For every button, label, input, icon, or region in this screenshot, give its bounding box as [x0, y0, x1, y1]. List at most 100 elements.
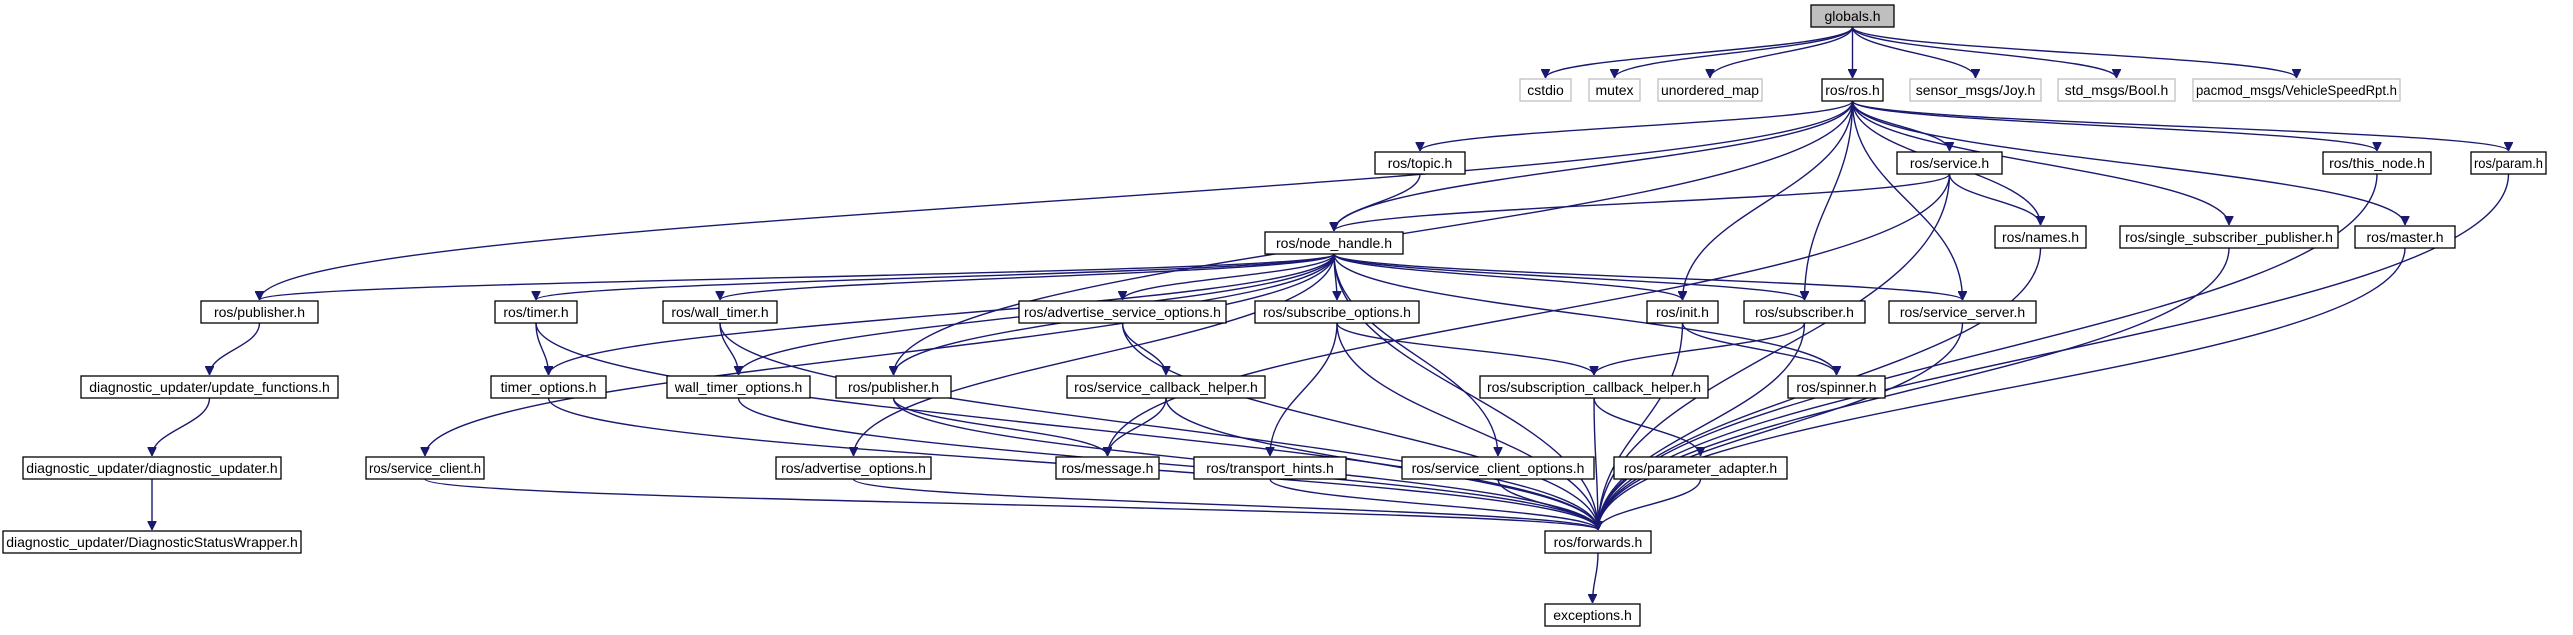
node-box: [494, 300, 578, 324]
edge-globals-to-pacmod: [1851, 26, 2297, 79]
file-node-subcb[interactable]: ros/subscription_callback_helper.h: [1479, 375, 1709, 399]
node-label: ros/service_client.h: [369, 460, 481, 476]
edge-wall-timer-options-to-forwards: [737, 397, 1599, 531]
file-node-timer-options[interactable]: timer_options.h: [490, 375, 607, 399]
node-label: ros/service_server.h: [1900, 304, 2025, 320]
file-node-publisher-l[interactable]: ros/publisher.h: [200, 300, 319, 324]
node-box: [22, 456, 282, 480]
node-label: ros/init.h: [1656, 304, 1709, 320]
file-node-publisher-m[interactable]: ros/publisher.h: [835, 375, 952, 399]
node-label: std_msgs/Bool.h: [2065, 82, 2169, 98]
node-box: [1646, 300, 1719, 324]
file-node-this-node[interactable]: ros/this_node.h: [2322, 151, 2432, 175]
node-box: [1743, 300, 1866, 324]
edge-node-handle-to-timer-options: [549, 253, 1335, 376]
node-label: diagnostic_updater/DiagnosticStatusWrapp…: [6, 534, 298, 550]
file-node-diag-updater[interactable]: diagnostic_updater/diagnostic_updater.h: [22, 456, 282, 480]
edge-timer-to-forwards: [535, 322, 1598, 530]
node-label: ros/service_client_options.h: [1412, 460, 1585, 476]
node-box: [1018, 300, 1227, 324]
file-node-timer[interactable]: ros/timer.h: [494, 300, 578, 324]
file-node-init[interactable]: ros/init.h: [1646, 300, 1719, 324]
edge-node-handle-to-wall-timer: [720, 253, 1335, 301]
edge-subscribe-options-to-forwards: [1336, 322, 1598, 530]
node-box: [1254, 300, 1420, 324]
node-box: [80, 375, 339, 399]
node-label: mutex: [1595, 82, 1633, 98]
file-node-wall-timer[interactable]: ros/wall_timer.h: [662, 300, 778, 324]
node-box: [1588, 78, 1641, 102]
file-node-subscriber[interactable]: ros/subscriber.h: [1743, 300, 1866, 324]
node-label: ros/subscribe_options.h: [1263, 304, 1411, 320]
node-label: ros/message.h: [1062, 460, 1154, 476]
edge-globals-to-joy: [1851, 26, 1976, 79]
file-node-sco[interactable]: ros/service_client_options.h: [1401, 456, 1595, 480]
edge-node-handle-to-service-server: [1333, 253, 1963, 301]
file-node-forwards[interactable]: ros/forwards.h: [1544, 530, 1652, 554]
edge-parameter-adapter-to-forwards: [1598, 478, 1702, 531]
node-box: [1810, 4, 1895, 28]
file-node-advertise-options[interactable]: ros/advertise_options.h: [775, 456, 932, 480]
file-node-service-client[interactable]: ros/service_client.h: [365, 456, 485, 480]
node-box: [1264, 231, 1404, 255]
file-node-parameter-adapter[interactable]: ros/parameter_adapter.h: [1613, 456, 1788, 480]
file-node-spinner[interactable]: ros/spinner.h: [1787, 375, 1886, 399]
edge-forwards-to-exceptions: [1593, 552, 1599, 603]
node-box: [1055, 456, 1160, 480]
edge-globals-to-cstdio: [1546, 26, 1854, 79]
node-label: wall_timer_options.h: [674, 379, 803, 395]
edge-subscribe-options-to-subcb: [1336, 322, 1594, 376]
file-node-joy: sensor_msgs/Joy.h: [1909, 78, 2042, 102]
node-label: diagnostic_updater/diagnostic_updater.h: [26, 460, 277, 476]
edge-ros-h-to-param: [1851, 100, 2509, 152]
edge-ros-h-to-service-server: [1851, 100, 1963, 300]
edge-node-handle-to-timer: [536, 253, 1335, 301]
file-node-topic[interactable]: ros/topic.h: [1374, 151, 1466, 175]
file-node-service-server[interactable]: ros/service_server.h: [1888, 300, 2037, 324]
file-node-ros-h[interactable]: ros/ros.h: [1821, 78, 1884, 102]
file-node-message[interactable]: ros/message.h: [1055, 456, 1160, 480]
file-node-master[interactable]: ros/master.h: [2354, 225, 2456, 249]
node-box: [2057, 78, 2176, 102]
node-label: ros/param.h: [2474, 155, 2543, 171]
edge-ros-h-to-topic: [1420, 100, 1854, 152]
file-node-subscribe-options[interactable]: ros/subscribe_options.h: [1254, 300, 1420, 324]
node-label: ros/this_node.h: [2329, 155, 2425, 171]
node-box: [1374, 151, 1466, 175]
file-node-globals[interactable]: globals.h: [1810, 4, 1895, 28]
edge-node-handle-to-sco: [1333, 253, 1498, 456]
node-box: [1787, 375, 1886, 399]
node-label: ros/ros.h: [1825, 82, 1879, 98]
node-label: unordered_map: [1661, 82, 1759, 98]
edge-ros-h-to-publisher-l: [260, 100, 1854, 300]
node-label: ros/subscriber.h: [1755, 304, 1854, 320]
node-box: [1479, 375, 1709, 399]
node-label: ros/wall_timer.h: [671, 304, 768, 320]
edge-ros-h-to-ssp: [1851, 100, 2230, 226]
file-node-exceptions[interactable]: exceptions.h: [1544, 603, 1641, 627]
file-node-ssp[interactable]: ros/single_subscriber_publisher.h: [2119, 225, 2339, 249]
node-box: [1544, 603, 1641, 627]
file-node-aso[interactable]: ros/advertise_service_options.h: [1018, 300, 1227, 324]
node-label: ros/node_handle.h: [1276, 235, 1392, 251]
file-node-service[interactable]: ros/service.h: [1896, 151, 2003, 175]
node-box: [2322, 151, 2432, 175]
node-label: ros/publisher.h: [214, 304, 305, 320]
file-node-transport-hints[interactable]: ros/transport_hints.h: [1193, 456, 1347, 480]
node-box: [1401, 456, 1595, 480]
file-node-node-handle[interactable]: ros/node_handle.h: [1264, 231, 1404, 255]
file-node-sch[interactable]: ros/service_callback_helper.h: [1066, 375, 1266, 399]
file-node-wall-timer-options[interactable]: wall_timer_options.h: [666, 375, 811, 399]
edge-service-to-node-handle: [1334, 173, 1951, 232]
edge-node-handle-to-advertise-options: [854, 253, 1335, 456]
edge-service-server-to-forwards: [1598, 322, 1964, 530]
edge-ros-h-to-subscriber: [1805, 100, 1854, 300]
file-node-dsw[interactable]: diagnostic_updater/DiagnosticStatusWrapp…: [2, 530, 302, 554]
edge-topic-to-node-handle: [1334, 173, 1421, 232]
edge-globals-to-bool: [1851, 26, 2117, 79]
edge-service-client-to-forwards: [424, 478, 1598, 531]
file-node-update-functions[interactable]: diagnostic_updater/update_functions.h: [80, 375, 339, 399]
node-box: [1821, 78, 1884, 102]
file-node-param[interactable]: ros/param.h: [2470, 151, 2547, 175]
file-node-names[interactable]: ros/names.h: [1994, 225, 2087, 249]
